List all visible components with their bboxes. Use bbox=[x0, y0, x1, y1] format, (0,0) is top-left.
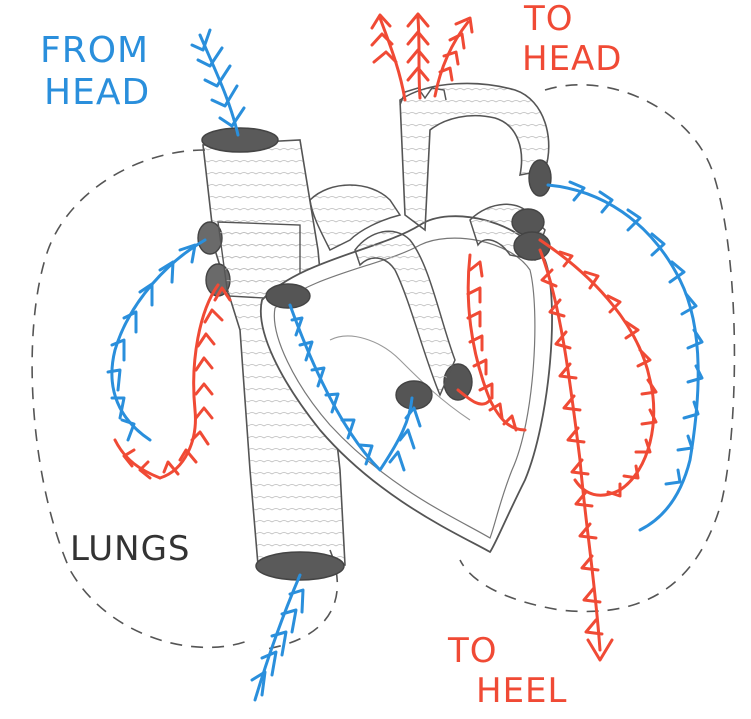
label-from-head-line2: HEAD bbox=[44, 72, 150, 113]
ventricle-opening-left bbox=[266, 284, 310, 308]
label-to-head-line1: TO bbox=[523, 0, 574, 39]
label-from-head: FROM HEAD bbox=[40, 30, 150, 113]
label-to-heel-line1: TO bbox=[447, 631, 498, 671]
label-lungs: LUNGS bbox=[70, 529, 191, 569]
label-from-head-line1: FROM bbox=[40, 30, 149, 71]
aorta bbox=[400, 83, 549, 230]
label-to-head: TO HEAD bbox=[522, 0, 623, 79]
label-to-head-line2: HEAD bbox=[522, 39, 623, 79]
aorta-right-opening bbox=[529, 160, 551, 196]
ventricle-opening-center bbox=[396, 381, 432, 409]
label-to-heel-line2: HEEL bbox=[476, 671, 567, 711]
right-vessel-opening-lower bbox=[514, 232, 550, 260]
right-vessel-opening-upper bbox=[512, 209, 544, 235]
vena-cava-top-opening bbox=[202, 128, 278, 152]
label-to-heel: TO HEEL bbox=[447, 631, 567, 711]
